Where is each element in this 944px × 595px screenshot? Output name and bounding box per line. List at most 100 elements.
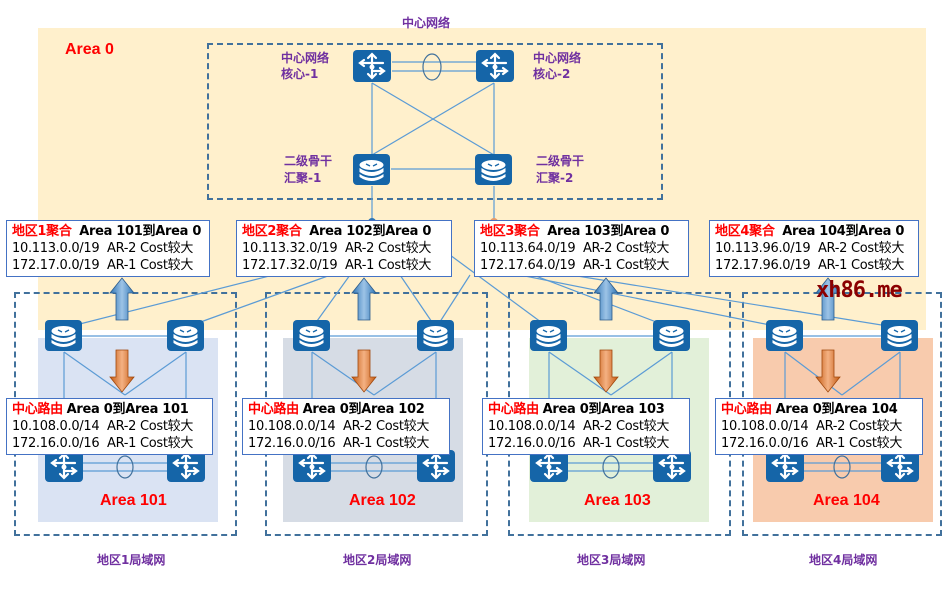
down-arrow-region4 [815, 349, 841, 393]
down-arrow-region3 [593, 349, 619, 393]
aggregation-route-2: 172.17.0.0/19 AR-1 Cost较大 [12, 258, 194, 273]
central-route-2: 172.16.0.0/16 AR-1 Cost较大 [12, 436, 194, 451]
region3-switch-2[interactable] [653, 450, 691, 482]
central-route-box-region4: 中心路由 Area 0到Area 104 10.108.0.0/14 AR-2 … [715, 398, 923, 455]
core-network-title: 中心网络 [402, 16, 451, 30]
region4-router-2[interactable] [881, 320, 918, 351]
central-route-1: 10.108.0.0/14 AR-2 Cost较大 [12, 419, 194, 434]
aggregation-title-red: 地区4聚合 [715, 224, 775, 239]
switch-icon [50, 452, 78, 480]
aggregation-title: Area 102到Area 0 [309, 224, 432, 239]
aggregation-route-2: 172.17.96.0/19 AR-1 Cost较大 [715, 258, 905, 273]
switch-icon [535, 452, 563, 480]
area0-label: Area 0 [65, 41, 114, 58]
central-route-1: 10.108.0.0/14 AR-2 Cost较大 [721, 419, 903, 434]
central-route-2: 172.16.0.0/16 AR-1 Cost较大 [488, 436, 670, 451]
switch-icon [172, 452, 200, 480]
aggregation-box-region3: 地区3聚合 Area 103到Area 0 10.113.64.0/19 AR-… [474, 220, 689, 277]
router-icon [659, 326, 684, 347]
region3-router-2[interactable] [653, 320, 690, 351]
region3-router-1[interactable] [530, 320, 567, 351]
agg1-label-line1: 二级骨干 [284, 154, 333, 168]
central-route-title: Area 0到Area 104 [775, 402, 898, 417]
switch-icon [481, 52, 509, 80]
router-icon [51, 326, 76, 347]
aggregation-box-region4: 地区4聚合 Area 104到Area 0 10.113.96.0/19 AR-… [709, 220, 919, 277]
region1-switch-2[interactable] [167, 450, 205, 482]
central-route-2: 172.16.0.0/16 AR-1 Cost较大 [248, 436, 430, 451]
region3-lan-label: 地区3局域网 [577, 553, 646, 567]
region2-router-2[interactable] [417, 320, 454, 351]
region2-switch-2[interactable] [417, 450, 455, 482]
core2-agg1-link [371, 82, 495, 156]
area101-label: Area 101 [100, 492, 167, 509]
switch-icon [771, 452, 799, 480]
central-route-title-red: 中心路由 [248, 402, 299, 417]
switch-icon [358, 52, 386, 80]
up-arrows [109, 277, 841, 321]
down-arrows [109, 349, 841, 393]
agg2-r2b-link [435, 274, 471, 329]
central-route-1: 10.108.0.0/14 AR-2 Cost较大 [488, 419, 670, 434]
central-route-2: 172.16.0.0/16 AR-1 Cost较大 [721, 436, 903, 451]
region1-router-1[interactable] [45, 320, 82, 351]
router-icon [772, 326, 797, 347]
area103-label: Area 103 [584, 492, 651, 509]
core-switch-2[interactable] [476, 50, 514, 82]
switch-icon [658, 452, 686, 480]
region2-lan-label: 地区2局域网 [343, 553, 412, 567]
core2-label: 中心网络 核心-2 [533, 50, 581, 82]
central-route-box-region3: 中心路由 Area 0到Area 103 10.108.0.0/14 AR-2 … [482, 398, 690, 455]
agg2-r4a-link [519, 274, 786, 329]
region4-switch-2[interactable] [881, 450, 919, 482]
region1-switch-1[interactable] [45, 450, 83, 482]
up-arrow-region2 [351, 277, 377, 321]
aggregation-route-2: 172.17.64.0/19 AR-1 Cost较大 [480, 258, 670, 273]
central-route-title-red: 中心路由 [721, 402, 772, 417]
router-icon [299, 326, 324, 347]
region2-switch-1[interactable] [293, 450, 331, 482]
aggregation-route-1: 10.113.32.0/19 AR-2 Cost较大 [242, 241, 432, 256]
aggregation-router-2[interactable] [475, 154, 512, 185]
region4-router-1[interactable] [766, 320, 803, 351]
router-icon [173, 326, 198, 347]
router-icon [536, 326, 561, 347]
router-icon [481, 160, 506, 181]
core-switch-1[interactable] [353, 50, 391, 82]
aggregation-router-1[interactable] [353, 154, 390, 185]
region1-router-2[interactable] [167, 320, 204, 351]
agg2-label-line1: 二级骨干 [536, 154, 585, 168]
area104-label: Area 104 [813, 492, 880, 509]
agg1-r2b-link [399, 274, 437, 329]
router-icon [887, 326, 912, 347]
core1-label-line1: 中心网络 [281, 51, 330, 65]
region2-router-1[interactable] [293, 320, 330, 351]
core2-label-line1: 中心网络 [533, 51, 582, 65]
up-arrow-region4 [815, 277, 841, 321]
watermark: xh86.me [816, 278, 903, 303]
central-route-1: 10.108.0.0/14 AR-2 Cost较大 [248, 419, 430, 434]
region4-switch-1[interactable] [766, 450, 804, 482]
router-icon [359, 160, 384, 181]
aggregation-title: Area 101到Area 0 [79, 224, 202, 239]
agg2-label-line2: 汇聚-2 [536, 171, 574, 185]
agg1-label: 二级骨干 汇聚-1 [284, 153, 332, 187]
central-route-title: Area 0到Area 102 [302, 402, 425, 417]
aggregation-box-region2: 地区2聚合 Area 102到Area 0 10.113.32.0/19 AR-… [236, 220, 452, 277]
agg1-r3a-link [449, 254, 550, 329]
core-network-boundary [207, 43, 663, 200]
aggregation-title-red: 地区3聚合 [480, 224, 540, 239]
aggregation-title: Area 103到Area 0 [547, 224, 670, 239]
router-icon [423, 326, 448, 347]
central-route-box-region2: 中心路由 Area 0到Area 102 10.108.0.0/14 AR-2 … [242, 398, 450, 455]
aggregation-route-2: 172.17.32.0/19 AR-1 Cost较大 [242, 258, 432, 273]
central-route-title: Area 0到Area 101 [66, 402, 189, 417]
aggregation-box-region1: 地区1聚合 Area 101到Area 0 10.113.0.0/19 AR-2… [6, 220, 210, 277]
aggregation-title-red: 地区1聚合 [12, 224, 72, 239]
region3-switch-1[interactable] [530, 450, 568, 482]
core-link-bundle [422, 53, 442, 81]
down-arrow-region1 [109, 349, 135, 393]
aggregation-title-red: 地区2聚合 [242, 224, 302, 239]
central-route-title: Area 0到Area 103 [542, 402, 665, 417]
area102-label: Area 102 [349, 492, 416, 509]
